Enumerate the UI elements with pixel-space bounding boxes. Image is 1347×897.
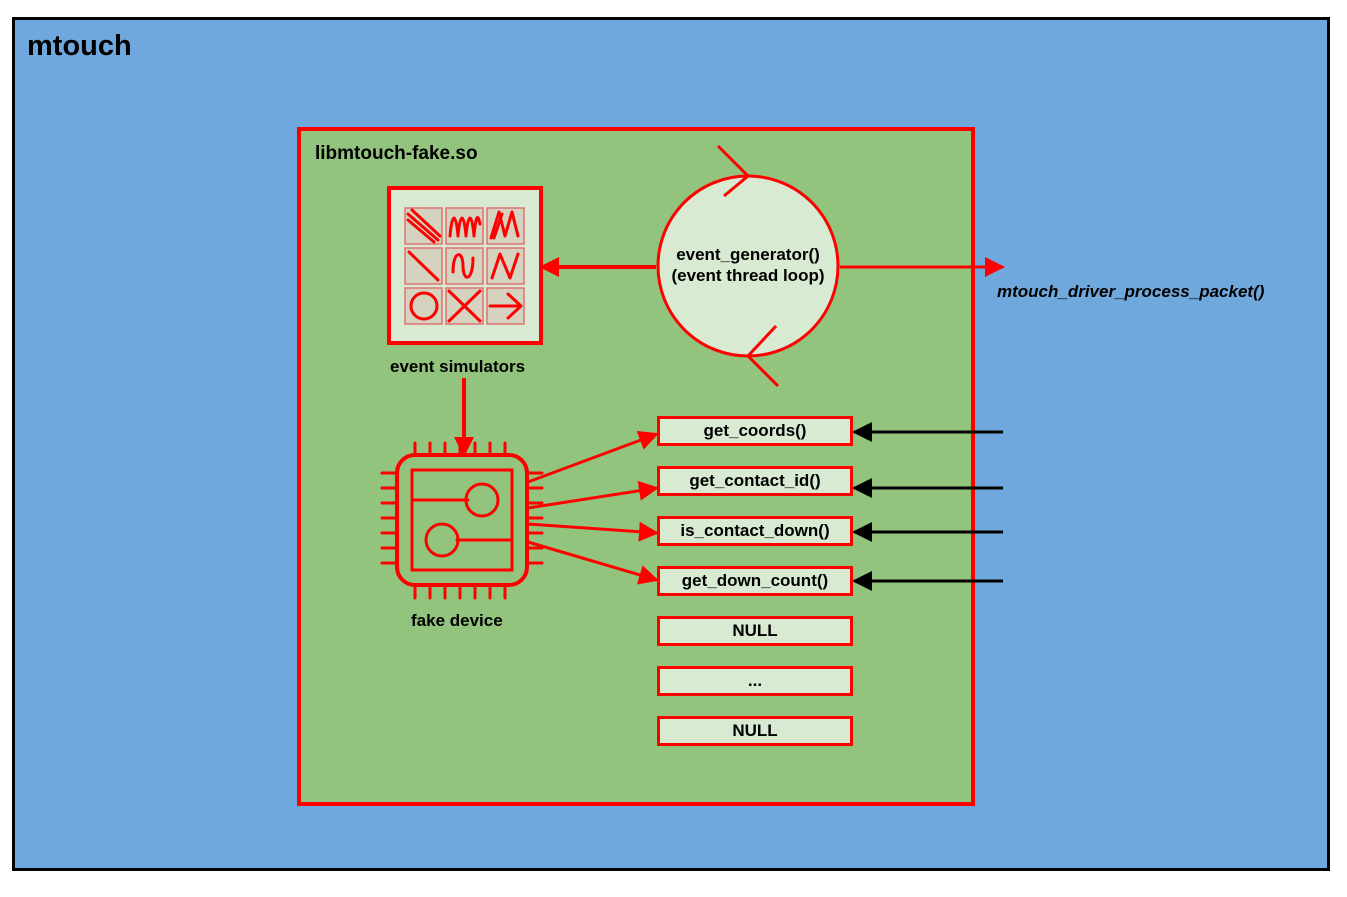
function-get-contact-id: get_contact_id(): [657, 466, 853, 496]
function-ellipsis: ...: [657, 666, 853, 696]
event-simulators-icon: [387, 186, 543, 345]
external-call-label: mtouch_driver_process_packet(): [997, 282, 1265, 301]
event-generator-label: event_generator() (event thread loop): [650, 244, 846, 286]
loop-chevron-bottom-icon: [745, 324, 780, 388]
arrow-device-to-is-contact-down: [527, 521, 659, 542]
function-null-2: NULL: [657, 716, 853, 746]
arrow-device-to-get-coords: [527, 430, 659, 484]
loop-chevron-top-icon: [716, 144, 751, 198]
library-title: libmtouch-fake.so: [315, 143, 478, 164]
function-is-contact-down: is_contact_down(): [657, 516, 853, 546]
event-generator-loop: [656, 144, 840, 388]
function-get-down-count: get_down_count(): [657, 566, 853, 596]
function-null-1: NULL: [657, 616, 853, 646]
mtouch-title: mtouch: [27, 30, 132, 62]
event-generator-name: event_generator(): [676, 245, 820, 264]
library-container: libmtouch-fake.so: [297, 127, 975, 806]
arrow-device-to-get-down-count: [527, 540, 659, 585]
event-simulators-label: event simulators: [390, 357, 526, 376]
event-generator-subtitle: (event thread loop): [671, 266, 825, 285]
fake-device-icon: [380, 441, 544, 600]
arrow-device-to-get-contact-id: [527, 480, 659, 510]
function-get-coords: get_coords(): [657, 416, 853, 446]
fake-device-label: fake device: [411, 611, 503, 630]
